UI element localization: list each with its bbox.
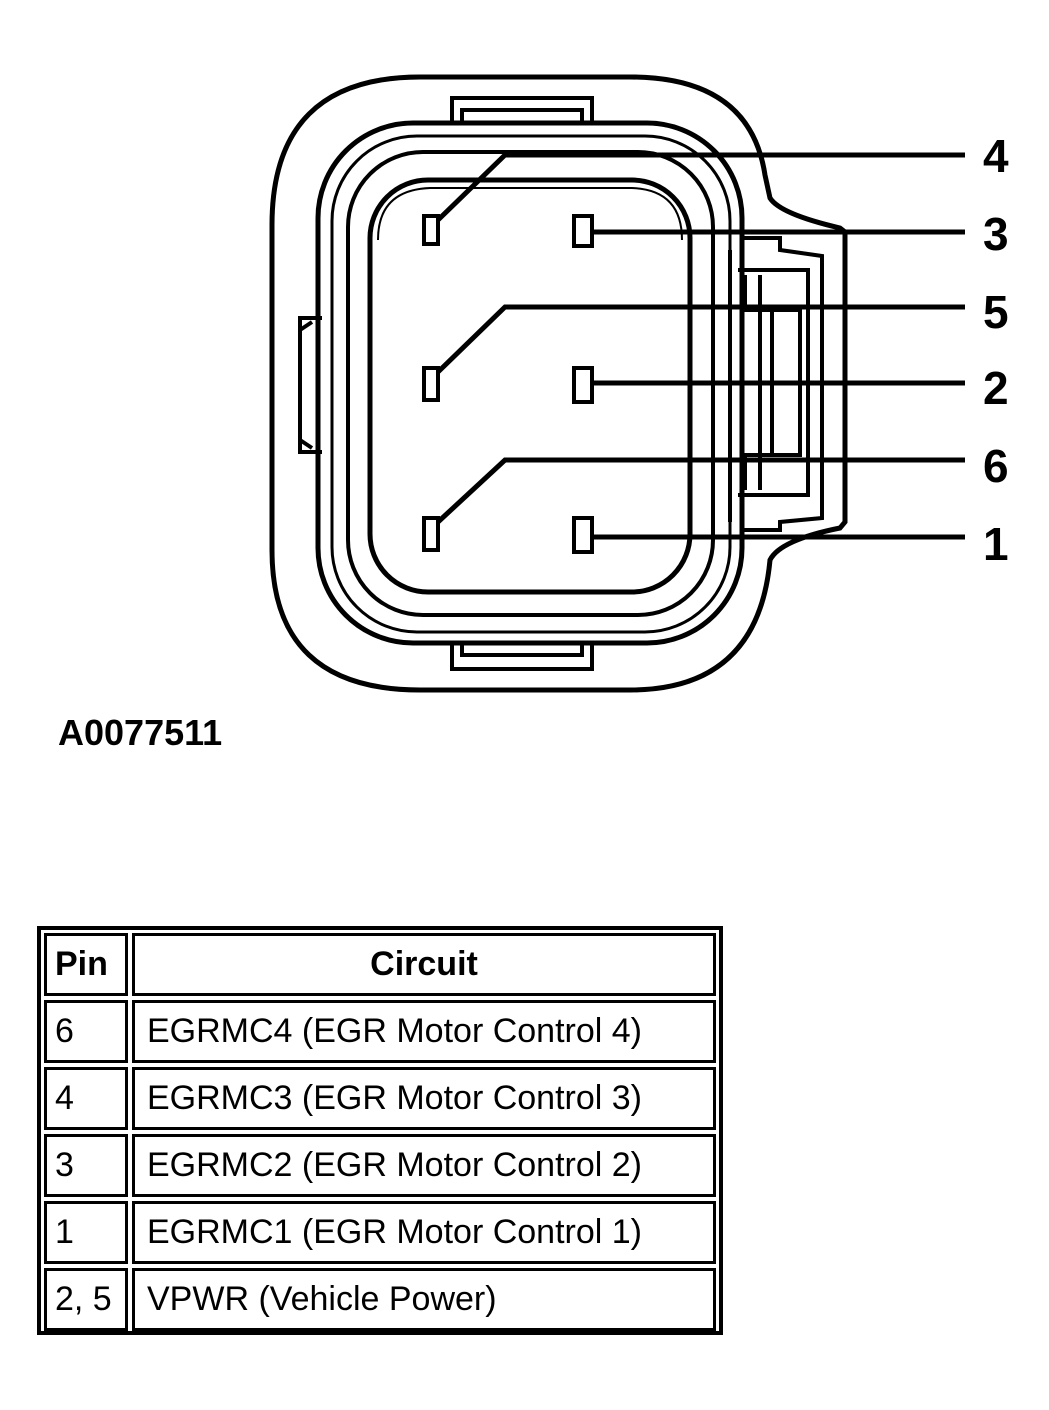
pin-circuit-table: Pin Circuit 6 EGRMC4 (EGR Motor Control …	[37, 926, 723, 1335]
leader-lines	[436, 152, 965, 540]
bottom-key	[450, 642, 594, 671]
leader-line-6	[436, 457, 965, 524]
table-header-row: Pin Circuit	[44, 933, 716, 996]
pin-cell: 2, 5	[44, 1268, 128, 1331]
pin-1-terminal	[572, 516, 594, 554]
pin-cell: 6	[44, 1000, 128, 1063]
leader-line-4	[436, 152, 965, 222]
pin-face	[367, 177, 693, 595]
pin-6-terminal	[422, 516, 440, 552]
top-key	[450, 96, 594, 125]
pin-callout-3: 3	[983, 208, 1009, 260]
pin-callout-1: 1	[983, 518, 1009, 570]
pin-callout-2: 2	[983, 362, 1009, 414]
pin-4-terminal	[422, 214, 440, 246]
pin-terminals	[422, 214, 594, 554]
pin-cell: 3	[44, 1134, 128, 1197]
connector-housing-outline	[269, 74, 848, 693]
connector-face-diagram: 4 3 5 2 6 1	[269, 74, 1009, 693]
pin-3-terminal	[572, 214, 594, 248]
leader-line-5	[436, 304, 965, 374]
pin-cell: 1	[44, 1201, 128, 1264]
table-row: 1 EGRMC1 (EGR Motor Control 1)	[44, 1201, 716, 1264]
circuit-cell: EGRMC4 (EGR Motor Control 4)	[132, 1000, 716, 1063]
circuit-column-header: Circuit	[132, 933, 716, 996]
figure-id: A0077511	[58, 712, 223, 753]
circuit-cell: VPWR (Vehicle Power)	[132, 1268, 716, 1331]
table-row: 4 EGRMC3 (EGR Motor Control 3)	[44, 1067, 716, 1130]
pin-2-terminal	[572, 366, 594, 404]
circuit-cell: EGRMC3 (EGR Motor Control 3)	[132, 1067, 716, 1130]
table-row: 2, 5 VPWR (Vehicle Power)	[44, 1268, 716, 1331]
pin-face-inner	[377, 187, 683, 241]
pin-column-header: Pin	[44, 933, 128, 996]
pin-5-terminal	[422, 366, 440, 402]
pin-cell: 4	[44, 1067, 128, 1130]
table-row: 3 EGRMC2 (EGR Motor Control 2)	[44, 1134, 716, 1197]
pin-callout-6: 6	[983, 440, 1009, 492]
pin-callout-4: 4	[983, 130, 1009, 182]
table-row: 6 EGRMC4 (EGR Motor Control 4)	[44, 1000, 716, 1063]
circuit-cell: EGRMC1 (EGR Motor Control 1)	[132, 1201, 716, 1264]
pin-callout-5: 5	[983, 286, 1009, 338]
circuit-cell: EGRMC2 (EGR Motor Control 2)	[132, 1134, 716, 1197]
left-latch	[298, 316, 322, 454]
